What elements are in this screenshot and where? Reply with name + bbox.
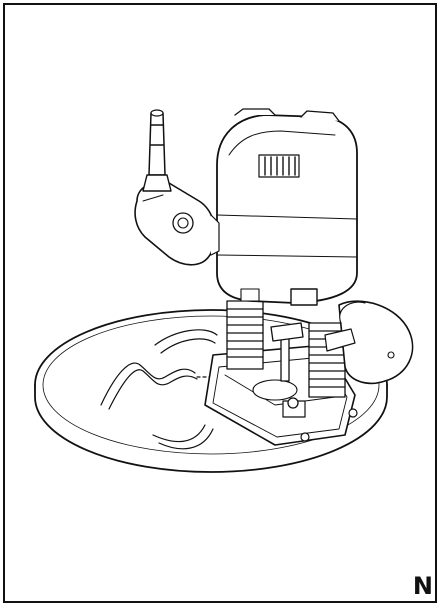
corner-label: N: [412, 572, 433, 600]
routed-groove: [100, 329, 218, 450]
depth-rod: [270, 322, 304, 409]
motor-housing: [216, 108, 358, 306]
dust-nozzle: [142, 109, 172, 192]
manual-page-frame: N: [3, 3, 437, 603]
left-knob-handle: [134, 181, 220, 266]
right-knob-handle: [324, 300, 414, 385]
router-tool-icon: [34, 108, 414, 473]
